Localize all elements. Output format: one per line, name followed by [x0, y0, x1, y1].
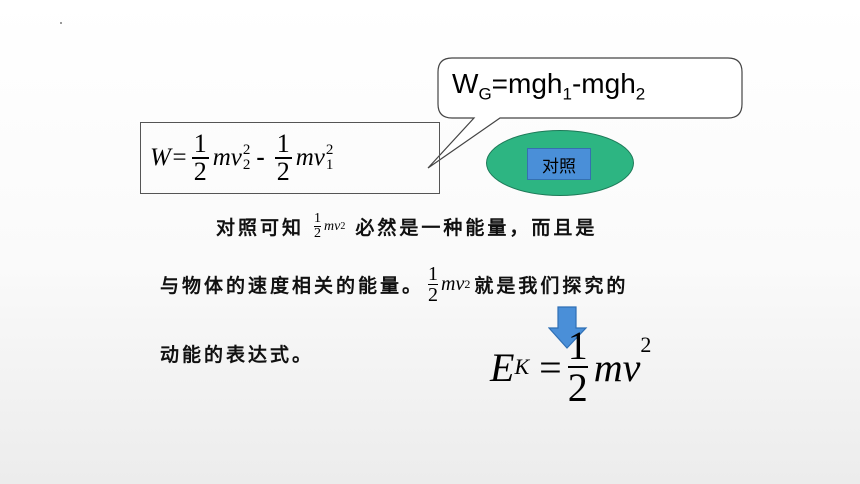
down-arrow-icon — [548, 306, 588, 349]
decorative-dot — [60, 22, 62, 24]
compare-label: 对照 — [527, 148, 591, 180]
work-formula-box — [140, 122, 440, 194]
paragraph-line-3: 动能的表达式。 — [160, 344, 315, 366]
gravity-work-formula: WG=mgh1-mgh2 — [452, 68, 646, 104]
